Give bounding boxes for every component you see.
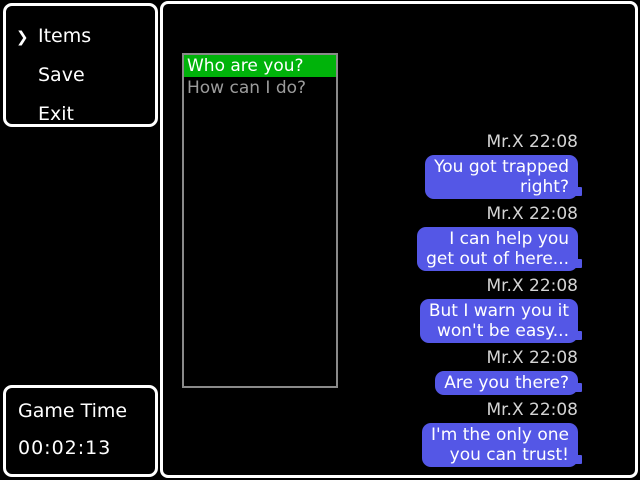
message-header: Mr.X 22:08	[486, 349, 578, 367]
message-bubble: I'm the only one you can trust!	[422, 423, 582, 467]
dialogue-choice-option[interactable]: Who are you?	[184, 55, 336, 77]
message-header: Mr.X 22:08	[486, 205, 578, 223]
command-menu-window: ❯ Items ❯ Save ❯ Exit	[3, 3, 158, 127]
chat-message: Mr.X 22:08 You got trapped right?	[425, 127, 582, 199]
menu-item[interactable]: ❯ Save	[16, 55, 155, 94]
menu-item-label: Items	[38, 24, 92, 47]
dialogue-choice-list: Who are you?How can I do?	[182, 53, 338, 388]
sender-name: Mr.X	[486, 276, 524, 296]
sender-name: Mr.X	[486, 400, 524, 420]
chat-message: Mr.X 22:08 But I warn you it won't be ea…	[419, 271, 583, 343]
message-bubble: Are you there?	[435, 371, 582, 395]
chat-message: Mr.X 22:08 Are you there?	[435, 343, 582, 395]
game-time-value: 00:02:13	[18, 437, 112, 459]
message-time: 22:08	[529, 132, 578, 152]
menu-item-label: Exit	[38, 102, 74, 125]
message-header: Mr.X 22:08	[486, 277, 578, 295]
sender-name: Mr.X	[486, 132, 524, 152]
sender-name: Mr.X	[486, 348, 524, 368]
message-time: 22:08	[529, 276, 578, 296]
menu-item[interactable]: ❯ Items	[16, 16, 155, 55]
message-header: Mr.X 22:08	[486, 133, 578, 151]
message-time: 22:08	[529, 348, 578, 368]
dialogue-choice-option[interactable]: How can I do?	[187, 78, 307, 98]
message-header: Mr.X 22:08	[486, 401, 578, 419]
message-time: 22:08	[529, 400, 578, 420]
chat-message: Mr.X 22:08 I can help you get out of her…	[417, 199, 582, 271]
message-time: 22:08	[529, 204, 578, 224]
menu-item[interactable]: ❯ Exit	[16, 94, 155, 133]
chat-message-list: Mr.X 22:08 You got trapped right? Mr.X 2…	[417, 127, 583, 467]
message-bubble: I can help you get out of here...	[417, 227, 582, 271]
sender-name: Mr.X	[486, 204, 524, 224]
message-bubble: But I warn you it won't be easy...	[419, 299, 583, 343]
game-time-window: Game Time 00:02:13	[3, 385, 158, 477]
message-bubble: You got trapped right?	[425, 155, 582, 199]
chat-message: Mr.X 22:08 I'm the only one you can trus…	[422, 395, 582, 467]
menu-item-label: Save	[38, 63, 85, 86]
game-time-label: Game Time	[18, 400, 128, 422]
selection-cursor-icon: ❯	[16, 27, 29, 46]
